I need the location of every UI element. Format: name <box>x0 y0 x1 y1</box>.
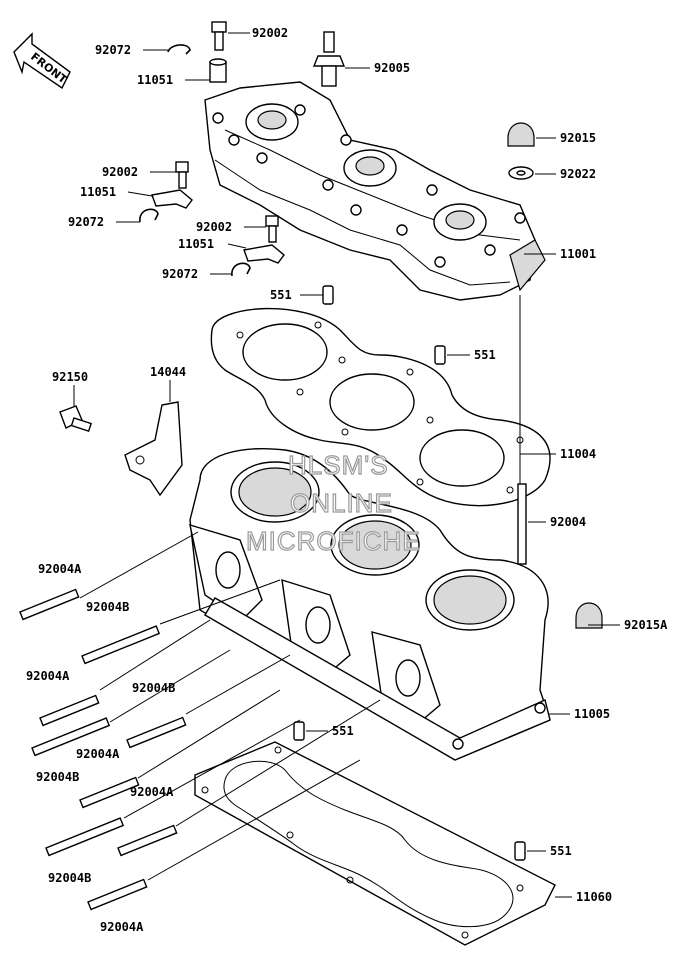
cap-nut-92015A <box>575 602 603 629</box>
label-92015: 92015 <box>560 131 596 145</box>
label-92002-b: 92002 <box>102 165 138 179</box>
cylinder-block <box>189 448 551 761</box>
label-92002-c: 92002 <box>196 220 232 234</box>
label-11051-a: 11051 <box>137 73 173 87</box>
clamp-11051-mid <box>151 189 193 209</box>
label-92004B-b: 92004B <box>132 681 175 695</box>
label-11005: 11005 <box>574 707 610 721</box>
clip-92072-mid <box>139 208 159 223</box>
label-92150: 92150 <box>52 370 88 384</box>
cylinder-head <box>204 81 546 301</box>
watermark-line-1: HLSM'S <box>288 450 389 480</box>
stud-92004 <box>517 483 527 565</box>
watermark-line-3: MICROFICHE <box>246 526 421 556</box>
label-551-b: 551 <box>474 348 496 362</box>
bolt-92150 <box>59 405 93 433</box>
clamp-11051-low <box>243 244 285 264</box>
part-labels: 92072 92002 11051 92005 92015 92002 9202… <box>26 26 668 934</box>
watermark: HLSM'S ONLINE MICROFICHE <box>245 449 421 556</box>
dowel-pin-551-b <box>434 345 446 365</box>
washer-92022 <box>508 166 534 180</box>
label-92004B-c: 92004B <box>36 770 79 784</box>
base-gasket <box>194 741 556 946</box>
label-551-c: 551 <box>332 724 354 738</box>
label-11051-c: 11051 <box>178 237 214 251</box>
label-11001: 11001 <box>560 247 596 261</box>
label-92072-b: 92072 <box>68 215 104 229</box>
label-92015A: 92015A <box>624 618 668 632</box>
studs-left <box>19 588 187 911</box>
clip-92072-top <box>167 44 191 55</box>
collar-11051-top <box>209 58 227 83</box>
label-92004A-c: 92004A <box>76 747 120 761</box>
label-92004B-a: 92004B <box>86 600 129 614</box>
label-92072-a: 92072 <box>95 43 131 57</box>
dowel-pin-551-c <box>293 721 305 741</box>
label-92004: 92004 <box>550 515 586 529</box>
label-14044: 14044 <box>150 365 186 379</box>
label-92004B-d: 92004B <box>48 871 91 885</box>
label-11051-b: 11051 <box>80 185 116 199</box>
dowel-pin-551-d <box>514 841 526 861</box>
label-551-d: 551 <box>550 844 572 858</box>
front-arrow-icon: FRONT <box>13 32 71 90</box>
fitting-92005 <box>312 31 346 87</box>
label-551-a: 551 <box>270 288 292 302</box>
label-92004A-e: 92004A <box>100 920 144 934</box>
leader-lines <box>73 32 620 898</box>
label-92072-c: 92072 <box>162 267 198 281</box>
label-92004A-b: 92004A <box>26 669 70 683</box>
label-92005: 92005 <box>374 61 410 75</box>
label-92022: 92022 <box>560 167 596 181</box>
bolt-92002-top <box>211 21 227 51</box>
cap-nut-92015 <box>507 122 535 147</box>
bolt-92002-low <box>265 215 279 243</box>
watermark-line-2: ONLINE <box>290 488 393 518</box>
label-92004A-a: 92004A <box>38 562 82 576</box>
dowel-pin-551-a <box>322 285 334 305</box>
head-gasket <box>210 307 551 507</box>
label-92004A-d: 92004A <box>130 785 174 799</box>
label-92002-a: 92002 <box>252 26 288 40</box>
label-11004: 11004 <box>560 447 596 461</box>
bracket-14044 <box>124 401 183 497</box>
clip-92072-low <box>231 262 251 277</box>
label-11060: 11060 <box>576 890 612 904</box>
bolt-92002-mid <box>175 161 189 189</box>
